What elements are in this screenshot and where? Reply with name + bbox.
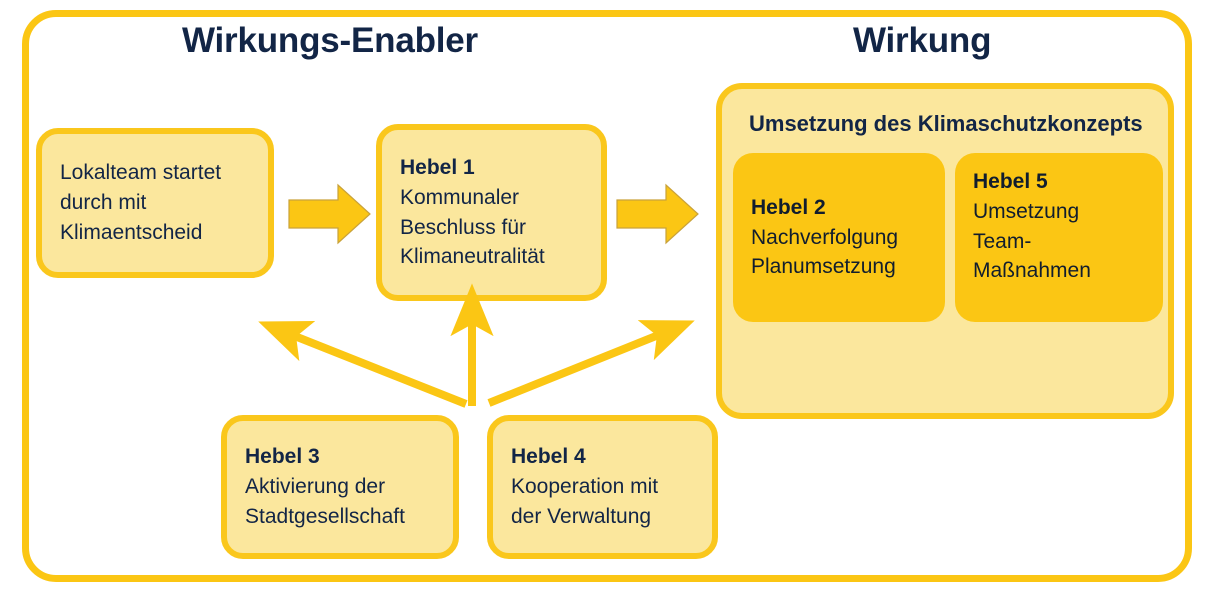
card-lokalteam-line-1: Lokalteam startet [60,161,222,185]
card-lokalteam-line-3: Klimaentscheid [60,220,203,244]
section-title-wirkung: Wirkung [853,21,992,60]
card-hebel-5-title: Hebel 5 [973,170,1048,193]
card-hebel-1-line-1: Kommunaler [400,185,520,209]
card-hebel-2-line-1: Nachverfolgung [751,225,899,249]
card-hebel-5[interactable]: Hebel 5 Umsetzung Team- Maßnahmen [955,153,1163,322]
card-hebel-4-line-2: der Verwaltung [511,504,652,528]
card-hebel-2-title: Hebel 2 [751,195,826,219]
card-hebel-4-title: Hebel 4 [511,445,586,469]
block-arrow-right-icon-lokalteam-to-hebel1 [288,183,372,250]
card-hebel-5-line-3: Maßnahmen [973,259,1091,283]
card-hebel-5-line-1: Umsetzung [973,199,1080,223]
block-arrow-right-icon-hebel1-to-wirkung [616,183,700,250]
card-hebel-3-line-1: Aktivierung der [245,475,386,499]
card-hebel-1[interactable]: Hebel 1 Kommunaler Beschluss für Klimane… [376,124,607,301]
card-hebel-3-line-2: Stadtgesellschaft [245,504,405,528]
card-lokalteam-line-2: durch mit [60,191,147,215]
card-hebel-2[interactable]: Hebel 2 Nachverfolgung Planumsetzung [733,153,945,322]
card-hebel-1-line-2: Beschluss für [400,215,527,239]
section-title-wirkungs-enabler: Wirkungs-Enabler [182,21,478,60]
card-lokalteam[interactable]: Lokalteam startet durch mit Klimaentsche… [36,128,274,278]
card-hebel-5-line-2: Team- [973,229,1032,253]
card-hebel-4-line-1: Kooperation mit [511,475,659,499]
card-hebel-3[interactable]: Hebel 3 Aktivierung der Stadtgesellschaf… [221,415,459,559]
card-hebel-1-title: Hebel 1 [400,155,475,179]
outer-frame [22,10,1192,582]
wirkung-container-heading: Umsetzung des Klimaschutzkonzepts [749,111,1143,136]
card-hebel-2-line-2: Planumsetzung [751,255,896,279]
card-hebel-4[interactable]: Hebel 4 Kooperation mit der Verwaltung [487,415,718,559]
card-hebel-3-title: Hebel 3 [245,445,320,469]
card-hebel-1-line-3: Klimaneutralität [400,245,545,269]
